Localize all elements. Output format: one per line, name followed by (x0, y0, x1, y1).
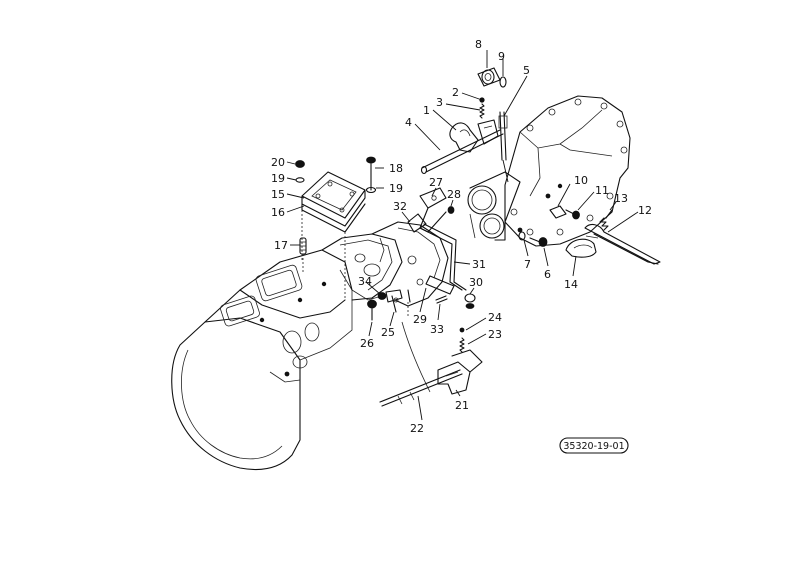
part-label-22: 22 (410, 422, 424, 435)
part-label-12: 12 (638, 204, 652, 217)
part-label-1: 1 (423, 104, 430, 117)
shift-cover (295, 156, 377, 300)
part-label-23: 23 (488, 328, 502, 341)
part-label-29: 29 (413, 313, 427, 326)
part-label-30: 30 (469, 276, 483, 289)
transmission-housing (171, 233, 403, 471)
part-label-25: 25 (381, 326, 395, 339)
part-label-19b: 19 (389, 182, 403, 195)
part-label-6: 6 (544, 268, 551, 281)
part-label-19a: 19 (271, 172, 285, 185)
part-label-18: 18 (389, 162, 403, 175)
part-label-33: 33 (430, 323, 444, 336)
part-label-34: 34 (358, 275, 372, 288)
part-label-17: 17 (274, 239, 288, 252)
part-label-5: 5 (523, 64, 530, 77)
rear-housing (467, 95, 631, 247)
part-label-7: 7 (524, 258, 531, 271)
reference-code-badge: 35320-19-01 (559, 437, 629, 454)
part-label-10: 10 (574, 174, 588, 187)
part-label-15: 15 (271, 188, 285, 201)
pin-17 (299, 237, 307, 272)
part-label-32: 32 (393, 200, 407, 213)
linkage-rod-assembly (407, 187, 476, 309)
part-label-13: 13 (614, 192, 628, 205)
lower-fork-assembly (367, 289, 483, 407)
middle-case (371, 221, 449, 307)
part-labels: 1 2 3 4 5 6 7 8 9 10 11 12 13 14 15 16 1… (271, 38, 652, 435)
upper-shift-fork-assembly (420, 67, 509, 183)
part-label-26: 26 (360, 337, 374, 350)
part-label-11: 11 (595, 184, 609, 197)
part-label-20: 20 (271, 156, 285, 169)
part-label-16: 16 (271, 206, 285, 219)
part-label-21: 21 (455, 399, 469, 412)
leader-lines (286, 50, 639, 421)
part-label-28: 28 (447, 188, 461, 201)
part-label-31: 31 (472, 258, 486, 271)
shift-lever-assembly (518, 205, 661, 265)
part-label-27: 27 (429, 176, 443, 189)
part-label-14: 14 (564, 278, 578, 291)
part-label-8: 8 (475, 38, 482, 51)
part-label-9: 9 (498, 50, 505, 63)
part-label-4: 4 (405, 116, 412, 129)
part-label-24: 24 (488, 311, 502, 324)
part-label-2: 2 (452, 86, 459, 99)
part-label-3: 3 (436, 96, 443, 109)
reference-code: 35320-19-01 (563, 441, 624, 452)
